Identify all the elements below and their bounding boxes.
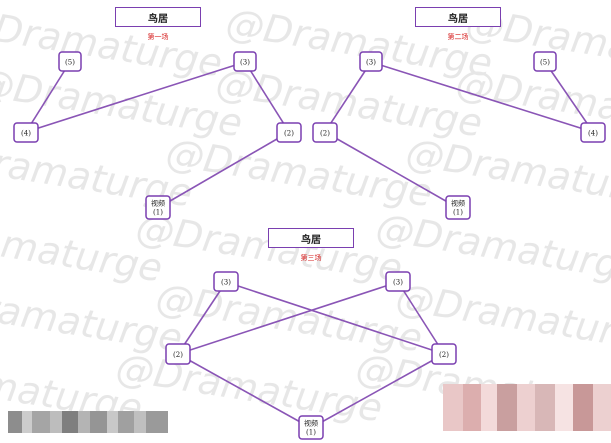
node-label-line-1: 视频 [304, 419, 318, 428]
node-label: (3) [366, 59, 376, 67]
diagram-2-subtitle: 第二场 [447, 33, 469, 41]
diagram-1-nodes: (5) (3) (4) (2) 视频 (1) [13, 51, 302, 220]
redacted-caption-left [8, 411, 168, 433]
diagram-3-subtitle: 第三场 [300, 254, 322, 262]
node: (2) [431, 343, 457, 365]
diagram-1-title: 鸟居 [115, 7, 201, 27]
node: (4) [580, 122, 606, 143]
edge-2a-1 [177, 353, 312, 429]
node-label-line-2: (1) [306, 429, 316, 437]
edge-3-4 [370, 61, 594, 133]
node-label: (5) [540, 59, 550, 67]
edge-3b-2b [397, 281, 445, 355]
node: (3) [359, 51, 383, 72]
node-label-line-2: (1) [153, 209, 163, 217]
diagram-3-edges [177, 281, 445, 429]
node: (3) [233, 51, 257, 72]
diagram-3-title: 鸟居 [268, 228, 354, 248]
node: (2) [312, 122, 338, 143]
node-label: (2) [439, 351, 449, 359]
diagram-1-subtitle: 第一场 [147, 33, 169, 41]
edge-5-4 [25, 61, 71, 133]
diagram-3-nodes: (3) (3) (2) (2) 视频 (1) [165, 271, 457, 440]
node-label: (5) [65, 59, 75, 67]
diagram-2-nodes: (3) (5) (2) (4) 视频 (1) [312, 51, 606, 220]
node: (3) [385, 271, 411, 292]
edge-3a-2a [177, 281, 227, 355]
edge-3a-2b [225, 281, 445, 355]
edge-2-1 [324, 131, 459, 209]
edge-3b-2a [177, 281, 399, 355]
node-label: (3) [393, 279, 403, 287]
node-label-line-1: 视频 [451, 199, 465, 208]
node: (5) [58, 51, 82, 72]
node: (4) [13, 122, 39, 143]
edge-3-2 [244, 61, 290, 133]
node-label: (2) [320, 130, 330, 138]
node-label: (2) [173, 351, 183, 359]
edge-2-1 [157, 131, 290, 209]
edge-3-4 [25, 61, 246, 133]
node: (2) [276, 122, 302, 143]
node: 视频 (1) [445, 195, 471, 220]
node-label: (2) [284, 130, 294, 138]
edge-5-4 [544, 61, 594, 133]
node-label: (4) [588, 130, 598, 138]
edge-3-2 [324, 61, 372, 133]
node: (3) [213, 271, 239, 292]
node-label: (3) [240, 59, 250, 67]
node-label: (3) [221, 279, 231, 287]
diagram-2-title: 鸟居 [415, 7, 501, 27]
redacted-caption-right [443, 384, 611, 431]
node: 视频 (1) [298, 415, 324, 440]
node: (5) [533, 51, 557, 72]
diagram-1-edges [25, 61, 290, 209]
node: 视频 (1) [145, 195, 171, 220]
node-label: (4) [21, 130, 31, 138]
node-label-line-2: (1) [453, 209, 463, 217]
node: (2) [165, 343, 191, 365]
diagram-2-edges [324, 61, 594, 209]
node-label-line-1: 视频 [151, 199, 165, 208]
edge-2b-1 [310, 353, 445, 429]
